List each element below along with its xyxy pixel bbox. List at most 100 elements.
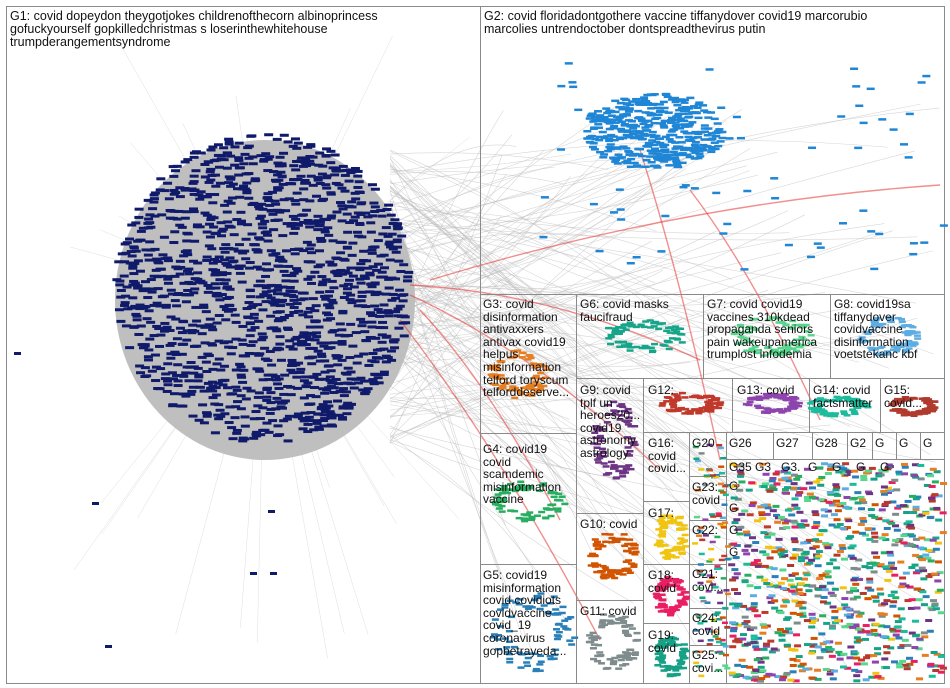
node <box>736 488 744 492</box>
node <box>671 147 680 150</box>
node <box>837 396 845 399</box>
node <box>393 226 403 230</box>
node <box>349 386 359 390</box>
group-label-gx8: G <box>729 501 739 515</box>
node <box>361 339 371 343</box>
node <box>149 274 159 278</box>
node <box>850 586 858 590</box>
node <box>166 288 176 292</box>
node <box>258 378 268 382</box>
node <box>665 138 674 141</box>
node <box>715 128 724 131</box>
node <box>779 321 787 325</box>
node <box>555 635 563 638</box>
edge <box>389 279 502 436</box>
node <box>760 503 768 507</box>
node <box>700 599 707 603</box>
node <box>812 545 820 549</box>
node <box>842 462 850 466</box>
node <box>589 127 598 130</box>
node <box>918 566 926 570</box>
node <box>753 351 761 355</box>
node <box>210 282 220 286</box>
node <box>630 443 638 446</box>
node <box>151 379 161 383</box>
node <box>609 135 618 138</box>
node <box>805 481 813 485</box>
node <box>746 584 754 588</box>
node <box>370 187 380 191</box>
node <box>537 654 545 658</box>
node <box>239 187 249 191</box>
node <box>265 411 275 415</box>
node <box>249 436 259 440</box>
node <box>734 637 742 641</box>
node <box>505 640 513 643</box>
node <box>553 637 561 641</box>
node <box>910 414 918 418</box>
node <box>651 342 659 346</box>
node <box>197 195 207 199</box>
node <box>819 412 827 416</box>
node <box>294 361 304 365</box>
node <box>721 503 728 506</box>
node <box>656 652 664 655</box>
node <box>674 113 683 117</box>
node <box>310 338 320 342</box>
node <box>728 671 736 675</box>
node <box>353 169 363 173</box>
node <box>704 601 711 604</box>
node <box>284 313 294 317</box>
node <box>665 408 673 412</box>
node <box>209 225 219 229</box>
node <box>273 424 283 428</box>
node <box>742 337 750 340</box>
node <box>253 303 263 307</box>
node <box>775 321 783 324</box>
node <box>676 542 684 545</box>
node <box>844 666 852 670</box>
node <box>216 368 226 372</box>
node <box>602 667 610 670</box>
node <box>611 331 619 334</box>
node <box>163 256 173 260</box>
node <box>849 625 857 629</box>
node <box>784 409 792 412</box>
node <box>261 290 271 294</box>
node <box>660 605 668 609</box>
node <box>625 658 633 661</box>
node <box>795 401 803 405</box>
node <box>654 585 662 589</box>
node <box>840 652 848 656</box>
node <box>129 279 139 283</box>
node <box>795 493 803 497</box>
node <box>755 636 763 640</box>
node <box>631 553 639 556</box>
node <box>725 137 734 140</box>
node <box>706 468 713 472</box>
node <box>231 385 241 389</box>
node <box>321 278 331 282</box>
node <box>734 497 742 501</box>
node <box>266 401 276 405</box>
node <box>866 632 874 636</box>
node <box>289 295 299 299</box>
node <box>905 520 913 524</box>
node <box>128 296 138 300</box>
node <box>521 517 529 520</box>
node <box>219 247 229 251</box>
node <box>249 312 259 316</box>
node <box>615 325 623 329</box>
node <box>153 287 163 291</box>
node <box>693 131 702 135</box>
node <box>238 354 248 358</box>
node <box>192 225 202 229</box>
node <box>236 373 246 377</box>
node <box>936 571 944 575</box>
node <box>694 459 701 463</box>
node <box>620 323 628 327</box>
node <box>589 631 597 635</box>
node <box>211 393 221 397</box>
node <box>857 658 865 662</box>
node <box>307 251 317 255</box>
